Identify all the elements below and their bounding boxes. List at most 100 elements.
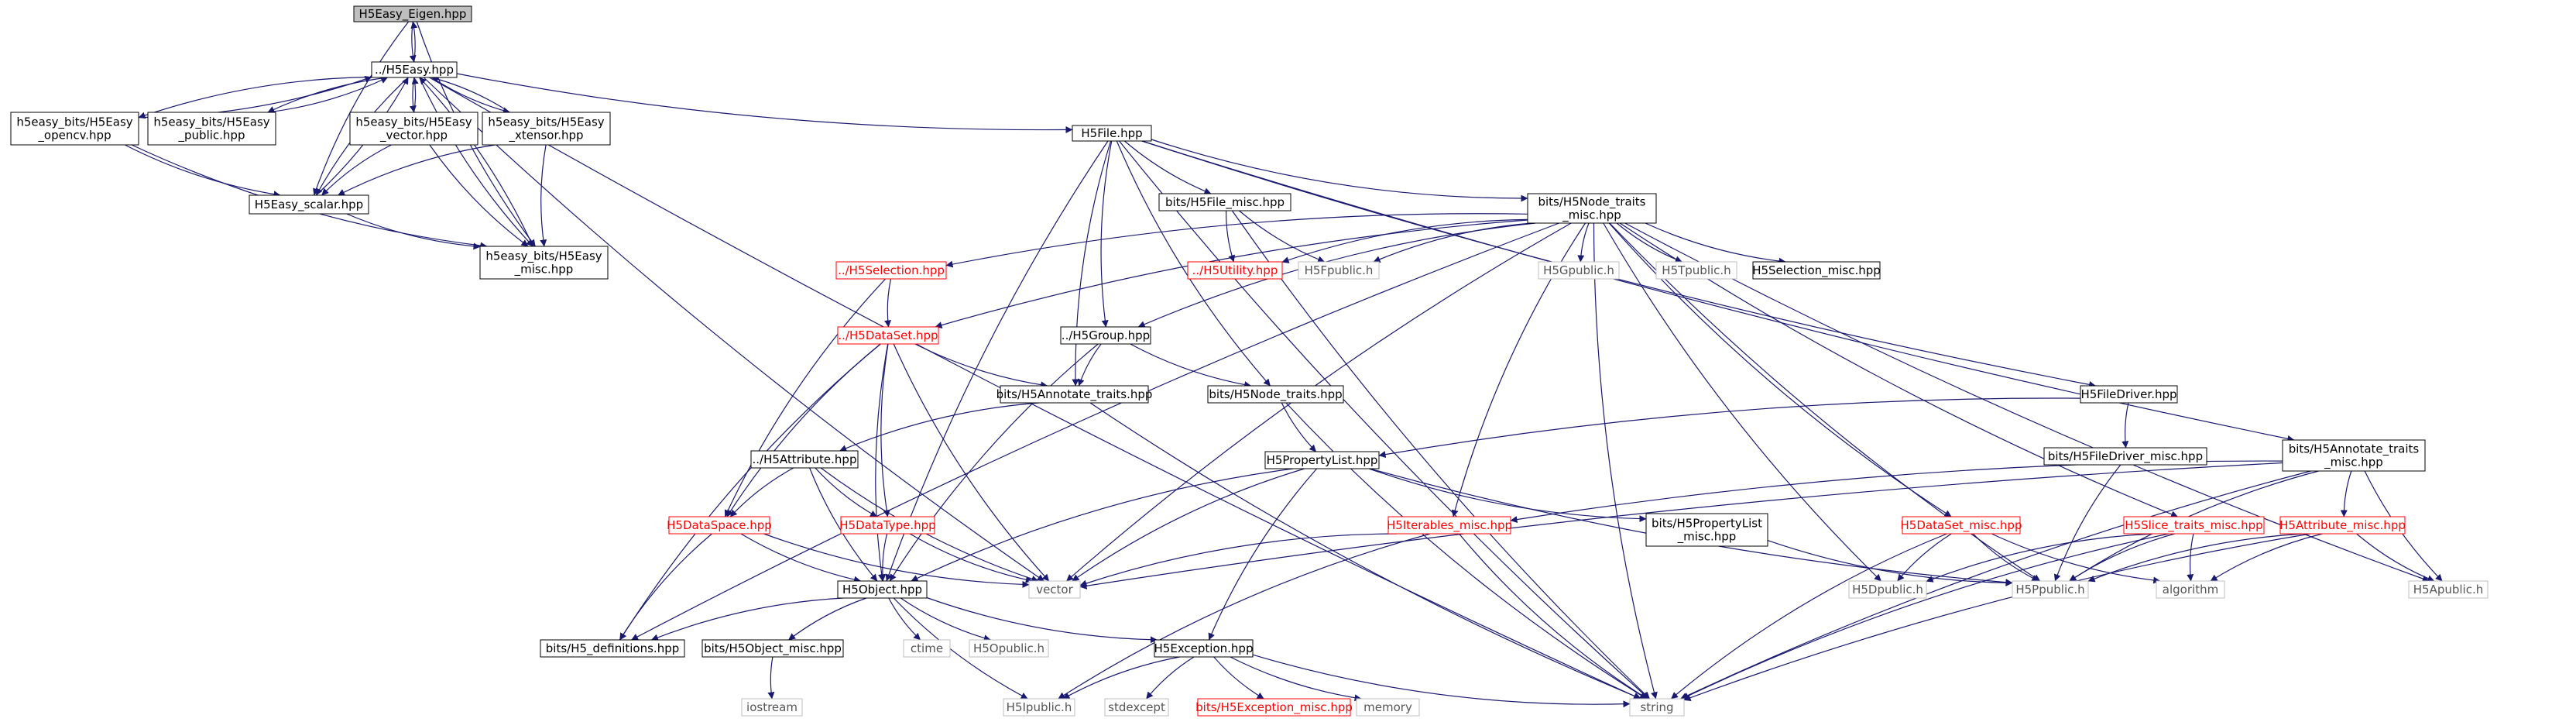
- node-label: h5easy_bits/H5Easy: [153, 115, 269, 130]
- node-ctime: ctime: [903, 639, 951, 658]
- node-filemisc[interactable]: bits/H5File_misc.hpp: [1158, 193, 1291, 211]
- edge-exception-to-excmisc: [1213, 656, 1264, 700]
- edge-exception-to-memory: [1230, 656, 1362, 702]
- edge-exception-to-stdexcept: [1146, 656, 1195, 700]
- edge-h5file-to-string: [1119, 140, 1649, 700]
- node-label: bits/H5FileDriver_misc.hpp: [2048, 449, 2203, 464]
- node-dataspace[interactable]: H5DataSpace.hpp: [667, 516, 772, 535]
- node-object[interactable]: H5Object.hpp: [837, 580, 928, 599]
- node-box: [701, 639, 844, 658]
- node-fpublic: H5Fpublic.h: [1298, 261, 1380, 280]
- node-utility[interactable]: ../H5Utility.hpp: [1187, 261, 1283, 280]
- edge-layer: [125, 21, 2443, 708]
- edge-h5file-to-filemisc: [1124, 140, 1212, 194]
- node-box: [750, 450, 859, 469]
- node-excmisc[interactable]: bits/H5Exception_misc.hpp: [1195, 698, 1353, 717]
- edge-annotraitsmisc-to-string: [1680, 470, 2311, 700]
- node-vector_hpp[interactable]: h5easy_bits/H5Easy_vector.hpp: [349, 112, 478, 146]
- node-layer: H5Easy_Eigen.hpp ../H5Easy.hpp h5easy_bits…: [10, 5, 2489, 717]
- node-eigen[interactable]: H5Easy_Eigen.hpp: [353, 5, 472, 22]
- node-label: ../H5Easy.hpp: [375, 63, 454, 77]
- node-attribute[interactable]: ../H5Attribute.hpp: [750, 450, 859, 469]
- node-box: [1629, 698, 1685, 717]
- node-selection[interactable]: ../H5Selection.hpp: [835, 261, 947, 280]
- node-label: H5DataType.hpp: [839, 518, 935, 532]
- node-box: [2043, 447, 2207, 466]
- edge-nodetraitsmisc-to-selection: [945, 213, 1528, 268]
- edge-dataset-to-vector: [893, 343, 1050, 582]
- edge-xtensor-to-misc: [540, 144, 547, 247]
- edge-object-to-opublic: [900, 597, 991, 641]
- node-attrmisc[interactable]: H5Attribute_misc.hpp: [2279, 516, 2406, 535]
- node-proplist[interactable]: H5PropertyList.hpp: [1264, 451, 1380, 469]
- node-label: H5Tpublic.h: [1662, 263, 1730, 277]
- edge-slicetraits-to-ppublic: [2069, 533, 2176, 582]
- node-label: ctime: [911, 641, 943, 655]
- node-box: [1264, 451, 1380, 469]
- node-label: _vector.hpp: [379, 129, 448, 143]
- edge-group-to-object: [889, 343, 1099, 582]
- node-group[interactable]: ../H5Group.hpp: [1060, 326, 1151, 345]
- node-definitions[interactable]: bits/H5_definitions.hpp: [540, 639, 685, 658]
- node-memory: memory: [1356, 698, 1420, 717]
- node-opencv[interactable]: h5easy_bits/H5Easy_opencv.hpp: [10, 112, 139, 146]
- node-h5file[interactable]: H5File.hpp: [1072, 125, 1152, 142]
- node-label: h5easy_bits/H5Easy: [485, 249, 602, 264]
- node-filedrivermisc[interactable]: bits/H5FileDriver_misc.hpp: [2043, 447, 2207, 466]
- node-exception[interactable]: H5Exception.hpp: [1154, 639, 1254, 658]
- node-annotraitsmisc[interactable]: bits/H5Annotate_traits_misc.hpp: [2282, 439, 2426, 472]
- node-box: [741, 698, 803, 717]
- edge-nodetraits-to-string: [1285, 402, 1647, 700]
- node-label: ../H5Attribute.hpp: [753, 452, 857, 466]
- node-iterables[interactable]: H5Iterables_misc.hpp: [1387, 516, 1512, 535]
- edge-nodetraitsmisc-to-datasetmisc: [1608, 222, 1952, 517]
- node-box: [1197, 698, 1351, 717]
- edge-iterables-to-vector: [1079, 533, 1398, 587]
- edge-nodetraitsmisc-to-iterables: [1451, 222, 1586, 517]
- node-label: _public.hpp: [178, 129, 245, 143]
- edge-datasetmisc-to-dpublic: [1897, 533, 1952, 582]
- edge-vector_hpp-to-scalar: [321, 144, 392, 196]
- node-label: H5Ipublic.h: [1007, 700, 1072, 714]
- edge-selection-to-dataset: [884, 278, 892, 328]
- node-dataset[interactable]: ../H5DataSet.hpp: [837, 326, 939, 345]
- node-datatype[interactable]: H5DataType.hpp: [839, 516, 936, 535]
- edge-easy-to-vector_hpp: [409, 77, 417, 113]
- edge-h5file-to-nodetraits: [1116, 140, 1271, 387]
- edge-easy-to-eigen: [410, 21, 418, 63]
- node-label: _opencv.hpp: [37, 129, 111, 143]
- node-box: [1003, 698, 1075, 717]
- node-misc[interactable]: h5easy_bits/H5Easy_misc.hpp: [479, 246, 609, 280]
- edge-nodetraitsmisc-to-ppublic: [1609, 222, 2041, 582]
- node-label: h5easy_bits/H5Easy: [488, 115, 604, 130]
- edge-misc-to-easy: [419, 77, 533, 247]
- edge-filedriver-to-filedrivermisc: [2122, 402, 2129, 449]
- node-scalar[interactable]: H5Easy_scalar.hpp: [249, 194, 369, 215]
- node-label: _misc.hpp: [514, 263, 574, 277]
- node-box: [353, 5, 472, 22]
- edge-annotraitsmisc-to-vector: [1079, 462, 2283, 590]
- node-easy[interactable]: ../H5Easy.hpp: [371, 61, 458, 78]
- node-filedriver[interactable]: H5FileDriver.hpp: [2080, 385, 2178, 404]
- node-slicetraits[interactable]: H5Slice_traits_misc.hpp: [2123, 516, 2265, 535]
- edge-public-to-easy: [267, 77, 389, 113]
- node-proplistmisc[interactable]: bits/H5PropertyList_misc.hpp: [1645, 513, 1768, 547]
- node-nodetraitsmisc[interactable]: bits/H5Node_traits_misc.hpp: [1527, 193, 1657, 224]
- node-public[interactable]: h5easy_bits/H5Easy_public.hpp: [147, 112, 276, 146]
- node-xtensor[interactable]: h5easy_bits/H5Easy_xtensor.hpp: [482, 112, 611, 146]
- node-objectmisc[interactable]: bits/H5Object_misc.hpp: [701, 639, 844, 658]
- node-box: [1000, 385, 1149, 404]
- node-annotraits[interactable]: bits/H5Annotate_traits.hpp: [996, 385, 1153, 404]
- node-selmisc[interactable]: H5Selection_misc.hpp: [1752, 261, 1881, 280]
- node-label: H5Exception.hpp: [1154, 641, 1254, 655]
- edge-nodetraits-to-proplist: [1281, 402, 1317, 452]
- node-datasetmisc[interactable]: H5DataSet_misc.hpp: [1901, 516, 2022, 535]
- edge-group-to-nodetraits: [1130, 343, 1252, 388]
- edge-object-to-definitions: [650, 597, 844, 641]
- node-stdexcept: stdexcept: [1104, 698, 1169, 717]
- edge-datatype-to-object: [879, 533, 888, 582]
- node-nodetraits[interactable]: bits/H5Node_traits.hpp: [1207, 385, 1344, 404]
- edge-exception-to-string: [1252, 654, 1631, 708]
- node-ipublic: H5Ipublic.h: [1003, 698, 1075, 717]
